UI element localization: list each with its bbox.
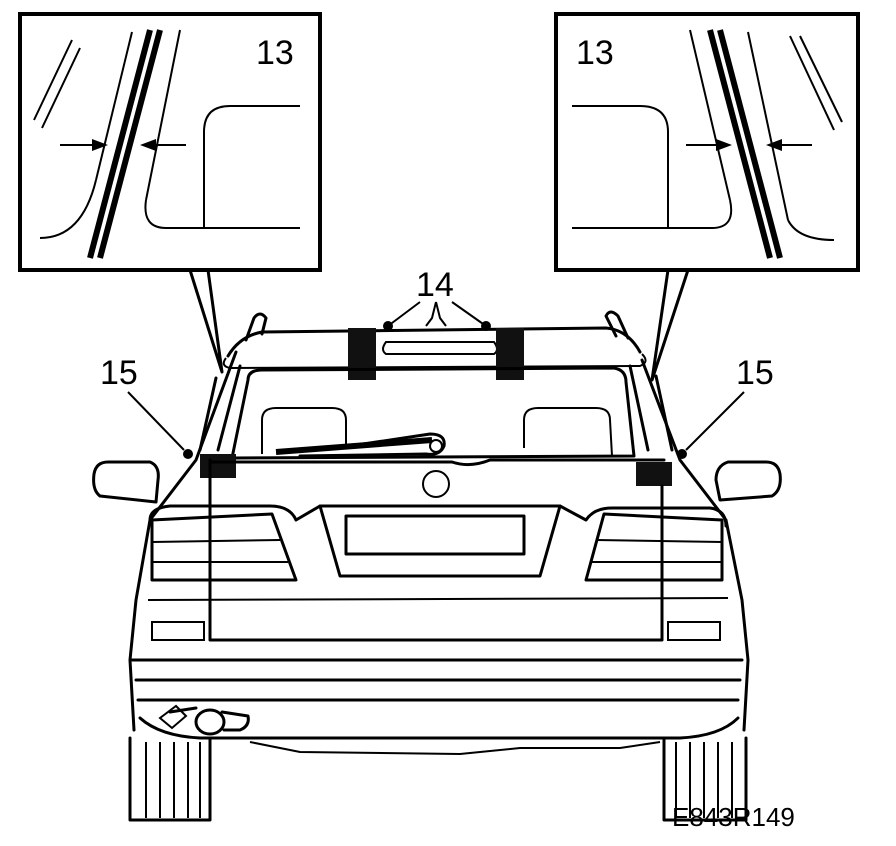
arrow-icon: [140, 139, 156, 151]
license-plate: [344, 514, 526, 556]
tire-right: [662, 736, 748, 822]
exhaust-pipe: [158, 704, 250, 736]
roof-clip-right: [496, 328, 524, 380]
figure-code: E843R149: [672, 802, 795, 832]
tail-light-right: [584, 512, 724, 582]
leader-inset-left: [188, 268, 224, 374]
arrow-icon: [766, 139, 782, 151]
callout-13-right: 13: [576, 34, 614, 72]
detail-inset-right: 13: [554, 12, 860, 382]
marker-dot: [383, 321, 393, 331]
car-rear: [92, 310, 782, 822]
brake-light: [382, 341, 498, 355]
arrow-icon: [716, 139, 732, 151]
detail-inset-left: 13: [18, 12, 322, 374]
reflector-right: [667, 621, 721, 641]
tail-light-left: [150, 512, 298, 582]
callout-15-right: 15: [736, 354, 774, 392]
roof-clip-left: [348, 328, 376, 380]
badge: [422, 470, 450, 498]
marker-dot: [183, 449, 193, 459]
callout-14: 14: [416, 266, 454, 304]
callout-15-left: 15: [100, 354, 138, 392]
roof-line: [226, 326, 642, 358]
callout-13-left: 13: [256, 34, 294, 72]
tire-left: [128, 736, 212, 822]
callouts: 14 15 15: [100, 266, 774, 459]
rear-window: [230, 366, 636, 460]
arrow-icon: [92, 139, 108, 151]
reflector-left: [151, 621, 205, 641]
side-clip-right: [636, 462, 672, 486]
mirror-right: [714, 460, 782, 502]
side-clip-left: [200, 454, 236, 478]
mirror-left: [92, 460, 160, 504]
leader-inset-right: [650, 268, 690, 382]
